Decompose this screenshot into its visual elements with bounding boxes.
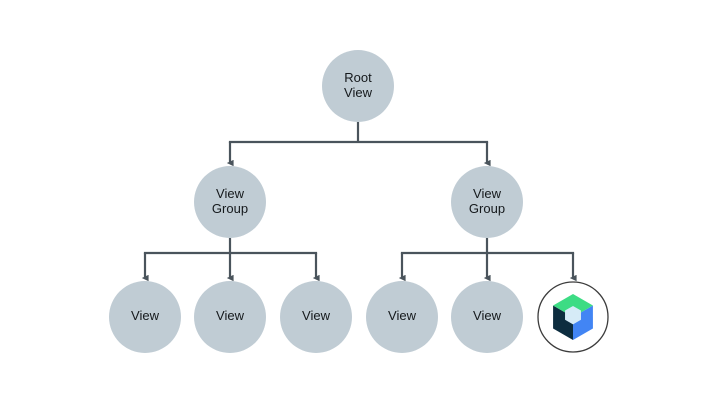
- node-circle[interactable]: [194, 166, 266, 238]
- logo-face-left: [553, 305, 573, 340]
- node-label-line1: View: [473, 308, 502, 323]
- node-circle[interactable]: [322, 50, 394, 122]
- logo-face-top: [553, 294, 593, 317]
- node-circle[interactable]: [451, 281, 523, 353]
- node-label: View: [216, 308, 245, 323]
- node-leaf-2[interactable]: View: [194, 281, 266, 353]
- node-circle[interactable]: [194, 281, 266, 353]
- edge-right-group-to-leaves: [398, 238, 577, 282]
- node-leaf-compose[interactable]: [537, 281, 609, 353]
- node-leaf-5[interactable]: View: [451, 281, 523, 353]
- node-label-line1: View: [473, 186, 502, 201]
- node-label-line1: View: [216, 186, 245, 201]
- node-leaf-1[interactable]: View: [109, 281, 181, 353]
- node-label-line1: View: [302, 308, 331, 323]
- edge-root-to-groups: [226, 122, 491, 167]
- node-label-line2: Group: [212, 201, 248, 216]
- compose-logo-icon: [553, 294, 593, 340]
- edge-left-group-to-leaves: [141, 238, 320, 282]
- logo-center-hex: [565, 305, 581, 325]
- node-circle[interactable]: [451, 166, 523, 238]
- node-leaf-4[interactable]: View: [366, 281, 438, 353]
- logo-face-right: [573, 305, 593, 340]
- node-label-line1: Root: [344, 70, 372, 85]
- node-circle[interactable]: [280, 281, 352, 353]
- node-label-line2: Group: [469, 201, 505, 216]
- node-label-line2: View: [344, 85, 373, 100]
- node-label-line1: View: [388, 308, 417, 323]
- node-label: View: [131, 308, 160, 323]
- node-label-line1: View: [216, 308, 245, 323]
- node-circle[interactable]: [366, 281, 438, 353]
- node-leaf-3[interactable]: View: [280, 281, 352, 353]
- edges-layer: [141, 122, 577, 282]
- node-label: View: [473, 308, 502, 323]
- node-label: View: [388, 308, 417, 323]
- node-label: View: [302, 308, 331, 323]
- node-label-line1: View: [131, 308, 160, 323]
- node-circle[interactable]: [109, 281, 181, 353]
